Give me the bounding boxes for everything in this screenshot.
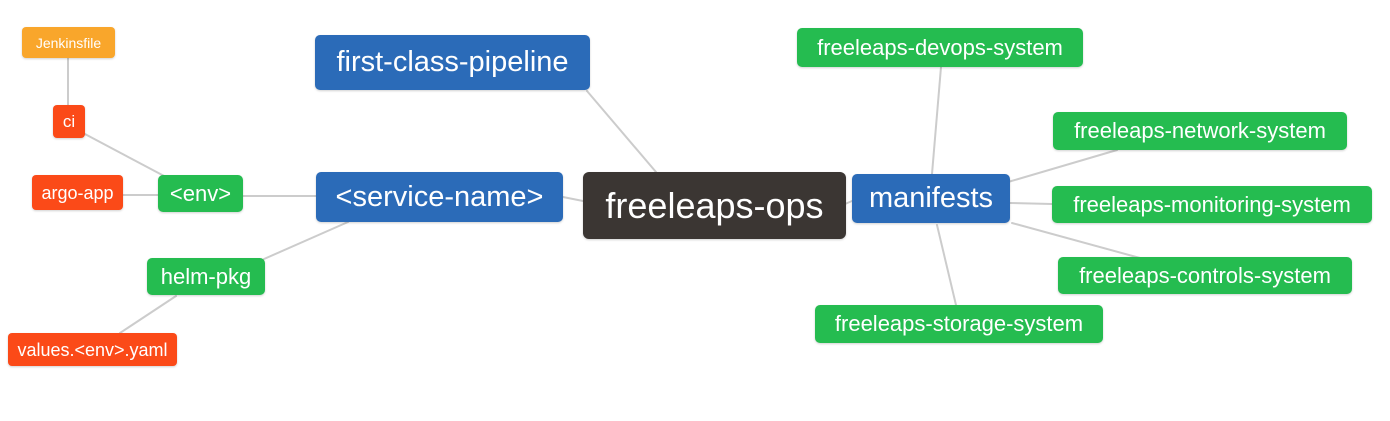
connector-service-name-helm-pkg	[263, 221, 349, 260]
mindmap-node-service-name: <service-name>	[316, 172, 563, 222]
mindmap-node-freeleaps-network-system: freeleaps-network-system	[1053, 112, 1347, 150]
connector-freeleaps-ops-manifests	[844, 200, 853, 205]
mindmap-node-freeleaps-devops-system: freeleaps-devops-system	[797, 28, 1083, 67]
connector-manifests-freeleaps-monitoring-system	[1009, 202, 1053, 205]
mindmap-node-freeleaps-monitoring-system: freeleaps-monitoring-system	[1052, 186, 1372, 223]
connector-manifests-freeleaps-network-system	[1007, 149, 1118, 183]
mindmap-node-ci: ci	[53, 105, 85, 138]
connector-helm-pkg-values-env-yaml	[119, 295, 177, 334]
mindmap-node-freeleaps-controls-system: freeleaps-controls-system	[1058, 257, 1352, 294]
connector-freeleaps-ops-service-name	[562, 196, 584, 202]
mindmap-node-helm-pkg: helm-pkg	[147, 258, 265, 295]
mindmap-node-argo-app: argo-app	[32, 175, 123, 210]
mindmap-node-freeleaps-ops: freeleaps-ops	[583, 172, 846, 239]
mindmap-node-manifests: manifests	[852, 174, 1010, 223]
mindmap-node-env: <env>	[158, 175, 243, 212]
connector-manifests-freeleaps-devops-system	[931, 66, 942, 175]
mindmap-node-first-class-pipeline: first-class-pipeline	[315, 35, 590, 90]
mindmap-node-jenkinsfile: Jenkinsfile	[22, 27, 115, 58]
mindmap-node-values-env-yaml: values.<env>.yaml	[8, 333, 177, 366]
connector-env-ci	[82, 132, 167, 178]
mindmap-node-freeleaps-storage-system: freeleaps-storage-system	[815, 305, 1103, 343]
connector-manifests-freeleaps-storage-system	[936, 224, 957, 306]
connector-freeleaps-ops-first-class-pipeline	[586, 90, 657, 173]
connector-manifests-freeleaps-controls-system	[1011, 222, 1141, 259]
